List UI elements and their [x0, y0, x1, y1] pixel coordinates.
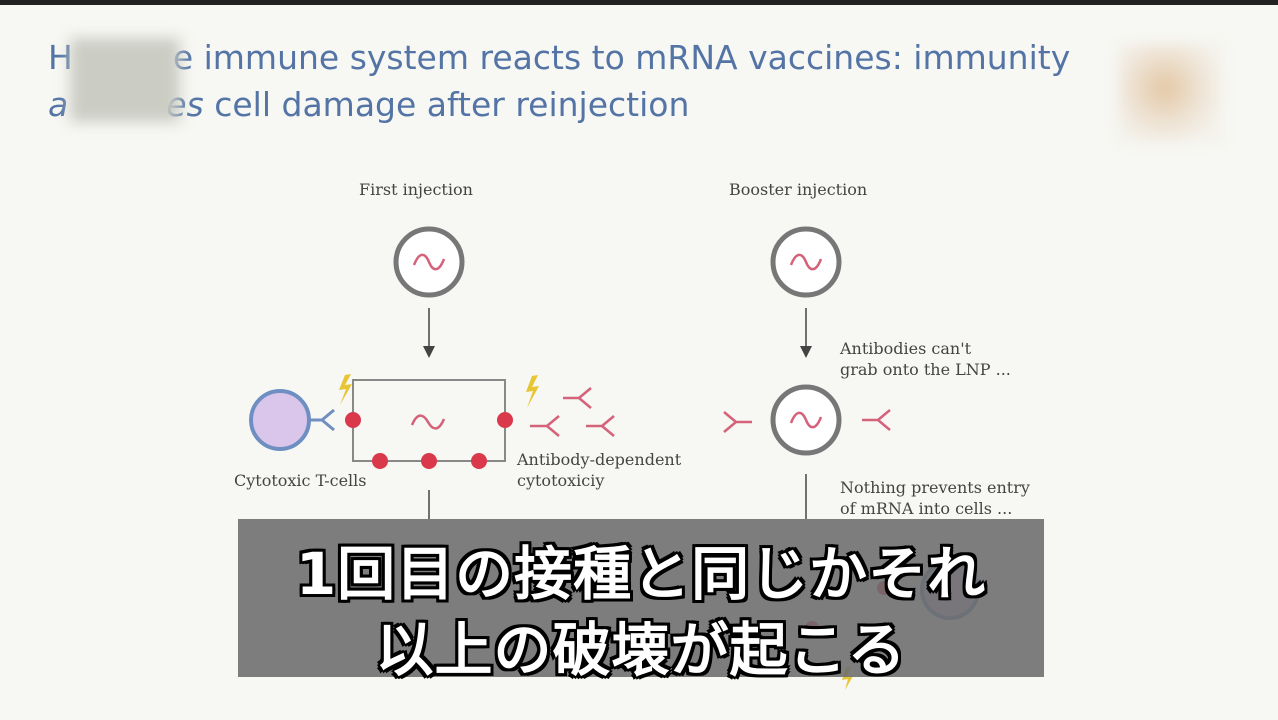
- antibody-icon: [530, 415, 560, 437]
- adcc-line-1: Antibody-dependent: [517, 450, 682, 469]
- title-part-3: a: [48, 85, 69, 124]
- lnp-booster-injection: [770, 226, 842, 298]
- spike-dot: [497, 412, 513, 428]
- antibodies-cant-grab-label: Antibodies can't grab onto the LNP ...: [840, 338, 1011, 380]
- cytotoxic-tcells-label: Cytotoxic T-cells: [234, 471, 367, 490]
- nothing-prevents-label: Nothing prevents entry of mRNA into cell…: [840, 477, 1030, 519]
- lnp-first-injection: [393, 226, 465, 298]
- blurred-redaction: [70, 38, 180, 122]
- spike-dot: [372, 453, 388, 469]
- antibody-icon: [563, 387, 592, 409]
- antibodies-line-2: grab onto the LNP ...: [840, 360, 1011, 379]
- title-part-1: H: [48, 38, 73, 77]
- nothing-line-2: of mRNA into cells ...: [840, 499, 1013, 518]
- spike-dot: [421, 453, 437, 469]
- antibody-icon: [862, 409, 891, 431]
- title-part-5: cell damage after reinjection: [203, 85, 690, 124]
- antibody-icon: [586, 415, 615, 437]
- booster-injection-label: Booster injection: [729, 180, 868, 199]
- adcc-line-2: cytotoxiciy: [517, 471, 605, 490]
- lightning-bolt-icon: [339, 374, 352, 405]
- antibody-icon: [723, 411, 752, 433]
- spike-dot: [471, 453, 487, 469]
- title-part-2: e immune system reacts to mRNA vaccines:…: [172, 38, 1071, 77]
- nothing-line-1: Nothing prevents entry: [840, 478, 1030, 497]
- top-border: [0, 0, 1278, 5]
- first-injection-label: First injection: [359, 180, 473, 199]
- subtitle-line-1: 1回目の接種と同じかそれ: [295, 540, 987, 608]
- subtitle-line-2: 以上の破壊が起こる: [375, 616, 907, 684]
- infected-cell: [352, 379, 506, 462]
- spike-dot: [345, 412, 361, 428]
- adcc-label: Antibody-dependent cytotoxiciy: [517, 449, 681, 491]
- lightning-bolt-icon: [526, 375, 539, 408]
- antibodies-line-1: Antibodies can't: [840, 339, 972, 358]
- cytotoxic-tcell: [249, 389, 335, 451]
- blurred-logo: [1118, 44, 1222, 142]
- lnp-booster-circulating: [770, 384, 842, 456]
- subtitle-bar: 1回目の接種と同じかそれ 以上の破壊が起こる: [238, 519, 1044, 684]
